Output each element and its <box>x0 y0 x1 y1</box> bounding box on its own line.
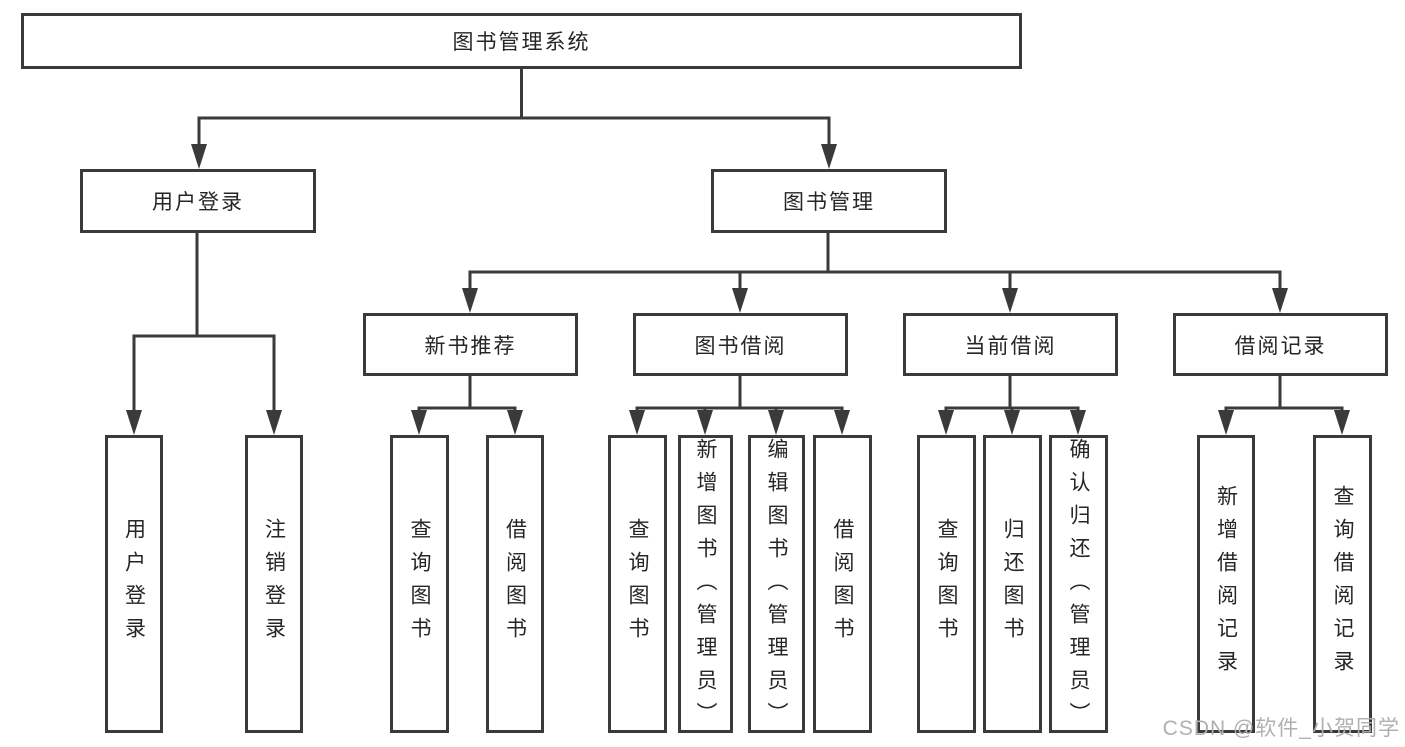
node-current-borrow-label: 当前借阅 <box>964 334 1057 358</box>
leaf-borrow-query-books-label: 查询图书 <box>626 518 649 650</box>
leaf-records-add-record: 新增借阅记录 <box>1197 435 1255 733</box>
leaf-recommend-borrow-books-label: 借阅图书 <box>503 518 527 650</box>
leaf-logout-label: 注销登录 <box>262 518 286 650</box>
leaf-user-login-label: 用户登录 <box>122 518 146 650</box>
leaf-records-query-record: 查询借阅记录 <box>1313 435 1372 733</box>
leaf-current-confirm-return-label: 确认归还（管理员） <box>1067 438 1090 735</box>
node-book-borrow: 图书借阅 <box>633 313 848 376</box>
leaf-borrow-edit-books: 编辑图书（管理员） <box>748 435 805 735</box>
leaf-borrow-query-books: 查询图书 <box>608 435 667 733</box>
node-current-borrow: 当前借阅 <box>903 313 1118 376</box>
node-root-label: 图书管理系统 <box>452 31 591 54</box>
leaf-current-return-books: 归还图书 <box>983 435 1042 733</box>
leaf-user-login: 用户登录 <box>105 435 163 733</box>
node-user-login: 用户登录 <box>80 169 316 233</box>
node-new-book-recommend: 新书推荐 <box>363 313 578 376</box>
leaf-current-confirm-return: 确认归还（管理员） <box>1049 435 1108 735</box>
leaf-current-return-books-label: 归还图书 <box>1001 518 1024 650</box>
leaf-borrow-edit-books-label: 编辑图书（管理员） <box>765 438 788 735</box>
csdn-watermark: CSDN @软件_小贺同学 <box>1162 717 1400 740</box>
leaf-recommend-query-books: 查询图书 <box>390 435 449 733</box>
node-book-borrow-label: 图书借阅 <box>694 334 787 358</box>
leaf-borrow-borrow-books: 借阅图书 <box>813 435 872 733</box>
node-user-login-label: 用户登录 <box>152 191 244 214</box>
node-borrow-records: 借阅记录 <box>1173 313 1388 376</box>
node-borrow-records-label: 借阅记录 <box>1234 334 1327 358</box>
node-new-book-recommend-label: 新书推荐 <box>424 334 517 358</box>
leaf-recommend-borrow-books: 借阅图书 <box>486 435 544 733</box>
leaf-records-query-record-label: 查询借阅记录 <box>1331 485 1354 683</box>
leaf-recommend-query-books-label: 查询图书 <box>408 518 431 650</box>
leaf-borrow-borrow-books-label: 借阅图书 <box>831 518 854 650</box>
leaf-logout: 注销登录 <box>245 435 303 733</box>
leaf-current-query-books: 查询图书 <box>917 435 976 733</box>
leaf-current-query-books-label: 查询图书 <box>935 518 958 650</box>
leaf-borrow-add-books-label: 新增图书（管理员） <box>694 438 717 735</box>
node-root: 图书管理系统 <box>21 13 1022 69</box>
node-book-management: 图书管理 <box>711 169 947 233</box>
leaf-records-add-record-label: 新增借阅记录 <box>1214 485 1238 683</box>
leaf-borrow-add-books: 新增图书（管理员） <box>678 435 733 735</box>
node-book-management-label: 图书管理 <box>783 191 875 214</box>
